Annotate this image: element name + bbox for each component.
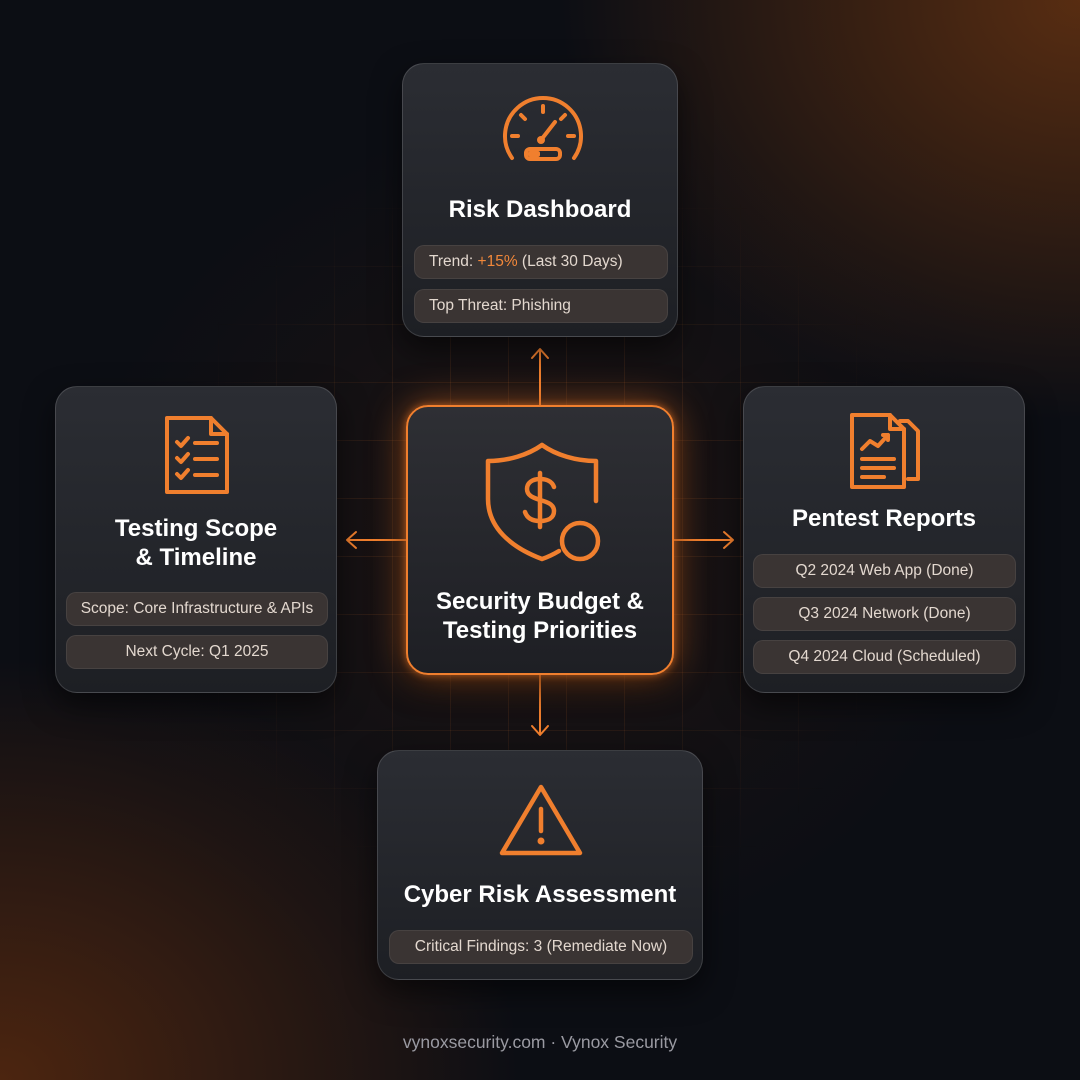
speedometer-gauge-icon [503, 96, 583, 161]
scope-pill: Scope: Core Infrastructure & APIs [66, 592, 328, 626]
trend-value: +15% [477, 253, 518, 270]
testing-scope-title-line1: Testing Scope [114, 515, 278, 542]
security-budget-title-line2: Testing Priorities [442, 617, 638, 644]
checklist-document-icon [165, 416, 229, 494]
arrow-right [673, 531, 734, 549]
arrow-up [531, 348, 549, 406]
pentest-report-item: Q2 2024 Web App (Done) [753, 554, 1016, 588]
report-documents-icon [850, 413, 920, 489]
pentest-report-item: Q3 2024 Network (Done) [753, 597, 1016, 631]
arrow-down [531, 674, 549, 736]
security-budget-card[interactable]: Security Budget & Testing Priorities [406, 405, 674, 675]
next-cycle-pill: Next Cycle: Q1 2025 [66, 635, 328, 669]
security-budget-title-line1: Security Budget & [435, 588, 645, 615]
trend-label: Trend: [429, 253, 478, 270]
testing-scope-title-line2: & Timeline [135, 544, 257, 571]
critical-findings-pill: Critical Findings: 3 (Remediate Now) [389, 930, 693, 964]
shield-dollar-icon [485, 442, 601, 562]
pentest-reports-title: Pentest Reports [791, 505, 977, 532]
pentest-reports-card[interactable]: Pentest Reports Q2 2024 Web App (Done) Q… [743, 386, 1025, 693]
risk-dashboard-card[interactable]: Risk Dashboard Trend: +15% (Last 30 Days… [402, 63, 678, 337]
warning-triangle-icon [499, 784, 583, 856]
footer-credit: vynoxsecurity.com · Vynox Security [402, 1032, 678, 1052]
testing-scope-card[interactable]: Testing Scope & Timeline Scope: Core Inf… [55, 386, 337, 693]
cyber-risk-card[interactable]: Cyber Risk Assessment Critical Findings:… [377, 750, 703, 980]
trend-pill: Trend: +15% (Last 30 Days) [414, 245, 668, 279]
pentest-report-item: Q4 2024 Cloud (Scheduled) [753, 640, 1016, 674]
cyber-risk-title: Cyber Risk Assessment [403, 881, 677, 908]
risk-dashboard-title: Risk Dashboard [448, 196, 632, 223]
top-threat-pill: Top Threat: Phishing [414, 289, 668, 323]
arrow-left [346, 531, 407, 549]
trend-period: (Last 30 Days) [517, 253, 623, 270]
